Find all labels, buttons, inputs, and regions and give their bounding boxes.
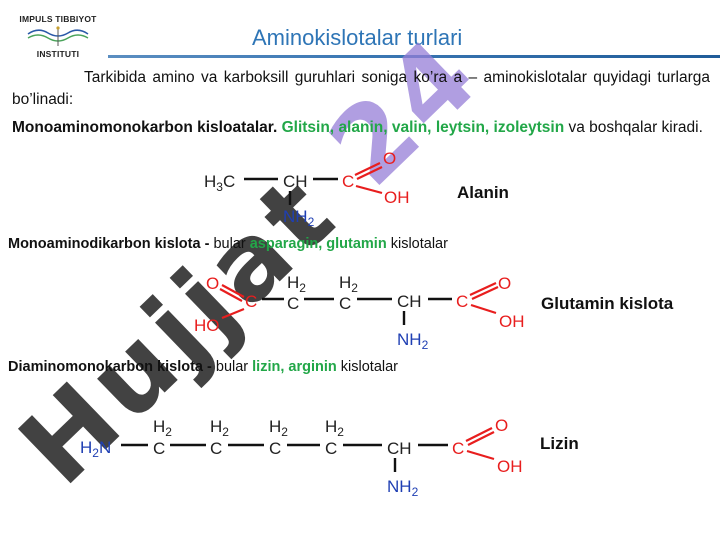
alanin-ch: CH [283, 172, 308, 191]
group2-tail: kislotalar [390, 236, 448, 252]
glutamin-oxygen-left: O [206, 274, 219, 293]
lizin-ch: CH [387, 439, 412, 458]
example-lizin: lizin, [252, 359, 285, 375]
lizin-label: Lizin [540, 434, 579, 453]
lizin-c3: C [269, 439, 281, 458]
example-arginin: arginin [288, 359, 337, 375]
alanin-methyl: H3C [204, 172, 235, 194]
group2-heading: Monoaminodikarbon kislota - [8, 236, 210, 252]
logo-top-text: IMPULS TIBBIYOT [19, 14, 97, 24]
group1-heading: Monoaminomonokarbon kisloatalar. [12, 119, 278, 136]
lizin-structure: H2N H2 C H2 C H2 C H2 C CH C O OH NH2 [80, 416, 523, 499]
group1-paragraph: Monoaminomonokarbon kisloatalar. Glitsin… [12, 117, 710, 139]
glutamin-right-double-b [471, 286, 499, 300]
example-valin: valin, [391, 119, 432, 136]
group2-pre: bular [213, 236, 246, 252]
lizin-h2a: H2 [153, 417, 172, 439]
institute-logo: IMPULS TIBBIYOT INSTITUTI [8, 8, 108, 64]
glutamin-oxygen-right: O [498, 274, 511, 293]
glutamin-amino: NH2 [397, 330, 429, 352]
glutamin-oh: OH [499, 312, 525, 331]
glutamin-left-double-b [219, 288, 243, 302]
group3-tail: kislotalar [340, 359, 399, 375]
lizin-double-bond-b [467, 431, 495, 446]
header-divider [108, 55, 720, 58]
example-leytsin: leytsin, [435, 119, 490, 136]
glutamin-left-single [221, 307, 245, 320]
glutamin-c1: C [245, 292, 257, 311]
lizin-h2c: H2 [269, 417, 288, 439]
group3-heading: Diaminomonokarbon kislota - [8, 359, 212, 375]
group3-pre: bular [215, 359, 249, 375]
alanin-oxygen: O [383, 149, 396, 168]
alanin-double-bond-a [354, 162, 381, 176]
glutamin-c3: C [339, 294, 351, 313]
group1-tail: va boshqalar kiradi. [568, 119, 703, 136]
page-title: Aminokislotalar turlari [252, 25, 463, 50]
lizin-oxygen: O [495, 416, 508, 435]
intro-paragraph: Tarkibida amino va karboksill guruhlari … [12, 69, 710, 108]
glutamin-ch: CH [397, 292, 422, 311]
group2-line: Monoaminodikarbon kislota - bular aspara… [8, 236, 448, 252]
alanin-hydroxyl: OH [384, 188, 410, 207]
glutamin-left-double-a [221, 284, 245, 298]
glutamin-c5: C [456, 292, 468, 311]
logo-bottom-text: INSTITUTI [36, 49, 80, 59]
lizin-amino: NH2 [387, 477, 419, 499]
lizin-c1: C [153, 439, 165, 458]
alanin-structure: H3C CH C O OH NH2 [204, 149, 410, 229]
caduceus-emblem-icon [27, 26, 89, 46]
glutamin-label: Glutamin kislota [541, 294, 674, 313]
alanin-single-bond [355, 184, 383, 195]
group3-line: Diaminomonokarbon kislota - bular lizin,… [8, 359, 398, 375]
glutamin-ho: HO [194, 316, 220, 335]
lizin-c4: C [325, 439, 337, 458]
glutamin-c2: C [287, 294, 299, 313]
alanin-carboxyl-c: C [342, 172, 354, 191]
glutamin-h2a: H2 [287, 273, 306, 295]
glutamin-right-double-a [469, 282, 497, 296]
lizin-double-bond-a [465, 427, 493, 442]
glutamin-structure: O HO C H2 C H2 C CH C O OH NH2 [194, 273, 525, 352]
alanin-double-bond-b [356, 166, 383, 180]
example-izoleytsin: izoleytsin [493, 119, 565, 136]
example-glutamin: glutamin [326, 236, 387, 252]
lizin-h2d: H2 [325, 417, 344, 439]
glutamin-h2b: H2 [339, 273, 358, 295]
example-glitsin: Glitsin, [281, 119, 335, 136]
lizin-h2b: H2 [210, 417, 229, 439]
lizin-oh: OH [497, 457, 523, 476]
lizin-h2n: H2N [80, 438, 111, 460]
lizin-c2: C [210, 439, 222, 458]
glutamin-right-single [470, 303, 497, 315]
lizin-single-bond [466, 449, 495, 461]
example-asparagin: asparagin, [249, 236, 323, 252]
example-alanin: alanin, [338, 119, 388, 136]
alanin-label: Alanin [457, 183, 509, 202]
lizin-c6: C [452, 439, 464, 458]
alanin-amino: NH2 [283, 207, 315, 229]
